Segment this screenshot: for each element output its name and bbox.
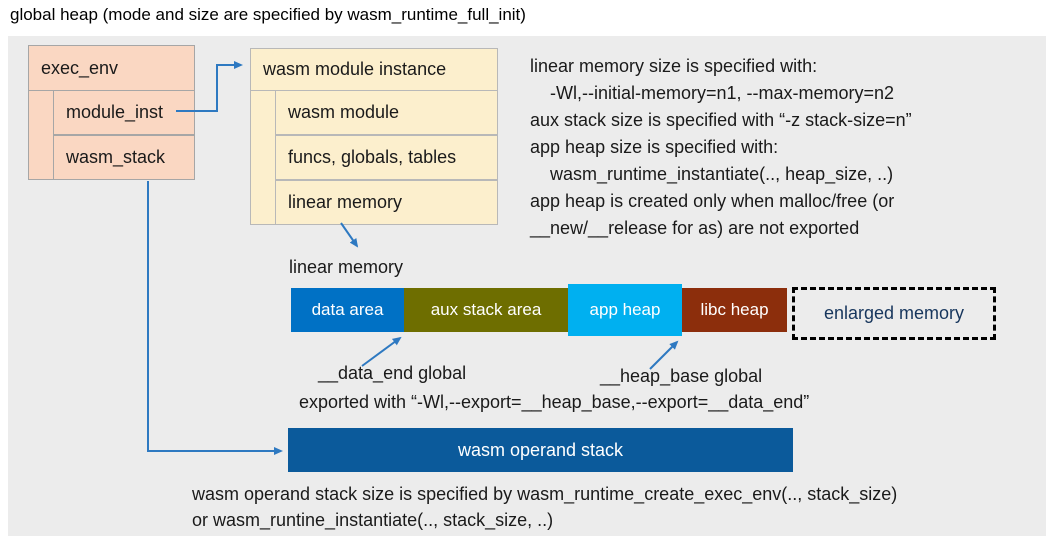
note-line: or wasm_runtine_instantiate(.., stack_si… (192, 510, 554, 530)
operand-stack-box: wasm operand stack (288, 428, 793, 472)
linear-memory-label: linear memory (289, 257, 404, 277)
exec-env-header: exec_env (29, 46, 194, 91)
note-line: wasm operand stack size is specified by … (192, 484, 898, 504)
diagram-title: global heap (mode and size are specified… (10, 5, 526, 24)
note-line: app heap is created only when malloc/fre… (530, 191, 895, 211)
note-line: app heap size is specified with: (530, 137, 779, 157)
exec-env-field-wasm-stack: wasm_stack (53, 135, 195, 180)
exported-annotation: exported with “-Wl,--export=__heap_base,… (299, 392, 810, 412)
exec-env-field-module-inst: module_inst (53, 90, 195, 135)
note-line: -Wl,--initial-memory=n1, --max-memory=n2 (550, 83, 895, 103)
note-line: linear memory size is specified with: (530, 56, 818, 76)
heap-base-annotation: __heap_base global (600, 366, 763, 386)
segment-enlarged-memory: enlarged memory (792, 287, 996, 340)
module-instance-field-funcs-globals-tables: funcs, globals, tables (275, 135, 498, 180)
data-end-annotation: __data_end global (318, 363, 467, 383)
module-instance-header: wasm module instance (251, 49, 497, 91)
module-instance-field-wasm-module: wasm module (275, 90, 498, 135)
segment-app-heap: app heap (568, 284, 682, 336)
segment-aux-stack-area: aux stack area (404, 288, 568, 332)
note-line: wasm_runtime_instantiate(.., heap_size, … (550, 164, 894, 184)
segment-libc-heap: libc heap (682, 288, 787, 332)
note-line: aux stack size is specified with “-z sta… (530, 110, 912, 130)
module-instance-field-linear-memory: linear memory (275, 180, 498, 225)
note-line: __new/__release for as) are not exported (530, 218, 860, 238)
segment-data-area: data area (291, 288, 404, 332)
operand-stack-notes: wasm operand stack size is specified by … (192, 481, 897, 533)
memory-size-notes: linear memory size is specified with: -W… (530, 53, 1042, 242)
